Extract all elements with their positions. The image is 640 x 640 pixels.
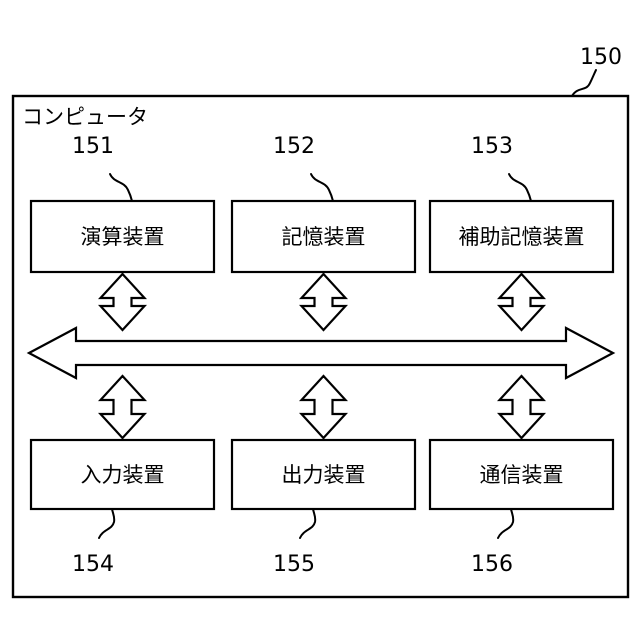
component-box-memory-unit	[230, 199, 417, 274]
ref-label-152: 152	[273, 134, 315, 159]
ref-label-151: 151	[72, 134, 114, 159]
leader-line-155	[299, 508, 317, 539]
ref-label-153: 153	[471, 134, 513, 159]
bus-connector-arrow-arithmetic-unit	[97, 272, 148, 332]
component-box-auxiliary-memory-unit	[428, 199, 615, 274]
component-box-output-unit	[230, 438, 417, 511]
leader-line-151	[109, 173, 133, 202]
leader-line-156	[497, 508, 515, 539]
component-label-auxiliary-memory-unit: 補助記憶装置	[459, 225, 585, 249]
ref-label-150: 150	[580, 45, 622, 70]
leader-line-153	[508, 173, 532, 202]
component-label-input-unit: 入力装置	[81, 463, 165, 487]
component-label-output-unit: 出力装置	[282, 463, 366, 487]
component-box-input-unit	[29, 438, 216, 511]
component-label-communication-unit: 通信装置	[480, 463, 564, 487]
leader-line-150	[571, 69, 597, 97]
component-box-communication-unit	[428, 438, 615, 511]
component-box-arithmetic-unit	[29, 199, 216, 274]
component-label-memory-unit: 記憶装置	[282, 225, 366, 249]
ref-label-154: 154	[72, 552, 114, 577]
enclosure-title: コンピュータ	[22, 105, 148, 129]
ref-label-156: 156	[471, 552, 513, 577]
bus-connector-arrow-input-unit	[97, 374, 148, 440]
system-bus-arrow	[26, 326, 616, 380]
bus-connector-arrow-output-unit	[298, 374, 349, 440]
computer-enclosure-frame	[11, 94, 630, 599]
ref-label-155: 155	[273, 552, 315, 577]
component-label-arithmetic-unit: 演算装置	[81, 225, 165, 249]
bus-connector-arrow-auxiliary-memory-unit	[496, 272, 547, 332]
leader-line-154	[98, 508, 116, 539]
bus-connector-arrow-communication-unit	[496, 374, 547, 440]
bus-connector-arrow-memory-unit	[298, 272, 349, 332]
leader-line-152	[310, 173, 334, 202]
